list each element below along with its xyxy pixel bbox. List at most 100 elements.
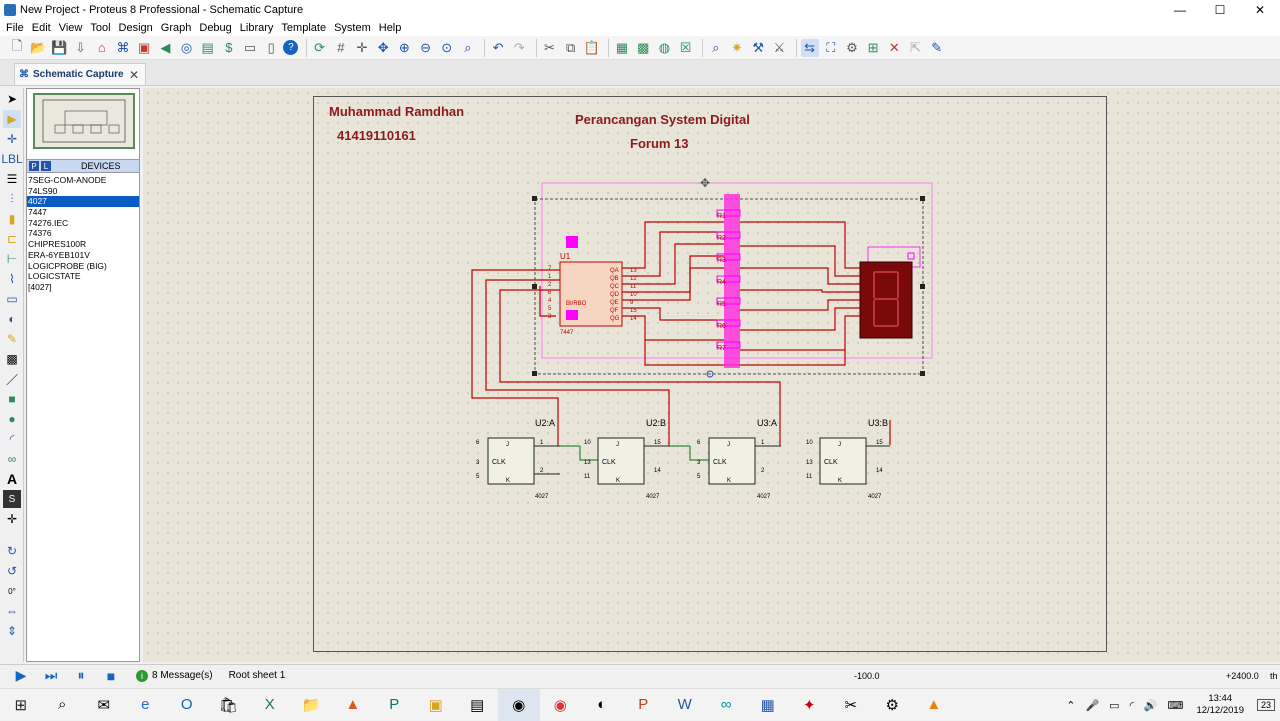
gallery-icon[interactable]: ◎ xyxy=(180,39,193,55)
publisher-icon[interactable]: P xyxy=(389,696,400,713)
new-file-icon[interactable]: 🗋 xyxy=(11,37,23,53)
save-icon[interactable]: 💾 xyxy=(51,39,68,55)
tab-close-icon[interactable]: ✕ xyxy=(128,67,139,82)
cpuz-icon[interactable]: ▦ xyxy=(760,696,775,714)
new-sheet-icon[interactable]: ⊞ xyxy=(867,39,879,55)
close-button[interactable]: ✕ xyxy=(1254,3,1266,17)
windows-start-icon[interactable]: ⊞ xyxy=(14,696,28,714)
file-explorer-icon[interactable]: 📁 xyxy=(301,696,321,714)
zoom-in-icon[interactable]: ⊕ xyxy=(398,39,410,55)
notepad-icon[interactable]: ▤ xyxy=(470,696,485,714)
text-script-mode-icon[interactable]: ☰ xyxy=(6,172,18,186)
store-icon[interactable]: 🛍 xyxy=(218,696,238,714)
media-icon[interactable]: ◐ xyxy=(597,696,607,713)
cut-icon[interactable]: ✂ xyxy=(544,39,555,55)
list-item[interactable]: 7447 xyxy=(28,207,47,218)
pause-icon[interactable]: ⏸ xyxy=(77,667,85,683)
powerpoint-icon[interactable]: P xyxy=(638,696,649,713)
tape-recorder-icon[interactable]: ▭ xyxy=(6,292,18,306)
vlc-icon[interactable]: ▲ xyxy=(926,696,942,713)
outlook-icon[interactable]: O xyxy=(180,696,193,713)
keyboard-icon[interactable]: ⌨ xyxy=(1167,699,1184,712)
path-mode-icon[interactable]: ∞ xyxy=(7,452,17,466)
schematic-subtitle[interactable]: Forum 13 xyxy=(630,136,689,151)
make-device-icon[interactable]: ✷ xyxy=(731,39,743,55)
buses-mode-icon[interactable]: ⫶ xyxy=(10,191,14,206)
terminals-mode-icon[interactable]: ⊏ xyxy=(6,232,18,246)
property-tool-icon[interactable]: ⚙ xyxy=(846,39,858,55)
wire-autorouter-icon[interactable]: ⇆ xyxy=(800,38,819,57)
search-tag-icon[interactable]: ⛶ xyxy=(826,39,836,55)
exit-parent-icon[interactable]: ⇱ xyxy=(910,39,921,55)
cost-icon[interactable]: $ xyxy=(225,40,233,55)
acrobat-icon[interactable]: ✦ xyxy=(802,696,816,714)
import-icon[interactable]: ⇩ xyxy=(75,39,87,55)
play-icon[interactable]: ▶ xyxy=(15,667,27,683)
block-delete-icon[interactable]: ☒ xyxy=(679,39,692,55)
wifi-icon[interactable]: ◜ xyxy=(1129,699,1134,712)
step-icon[interactable]: ⏭ xyxy=(44,667,58,683)
pan-icon[interactable]: ✥ xyxy=(377,39,389,55)
instrument-mode-icon[interactable]: ▩ xyxy=(6,352,18,366)
text-mode-icon[interactable]: A xyxy=(6,471,18,487)
graph-mode-icon[interactable]: ⌇ xyxy=(9,272,15,286)
origin-icon[interactable]: ✛ xyxy=(356,39,368,55)
electrical-rule-icon[interactable]: ✎ xyxy=(931,39,943,55)
zoom-area-icon[interactable]: ⌕ xyxy=(464,39,472,55)
menu-library[interactable]: Library xyxy=(239,22,274,34)
stop-icon[interactable]: ■ xyxy=(106,667,116,684)
generator-mode-icon[interactable]: ◐ xyxy=(8,312,16,326)
menu-file[interactable]: File xyxy=(6,22,24,34)
home-icon[interactable]: ⌂ xyxy=(97,40,106,55)
mail-icon[interactable]: ✉ xyxy=(97,696,111,714)
arduino-icon[interactable]: ∞ xyxy=(720,696,732,713)
pcb-icon[interactable]: ▣ xyxy=(137,39,151,55)
sticky-notes-icon[interactable]: ▣ xyxy=(428,696,443,714)
list-item[interactable]: LOGICSTATE xyxy=(28,271,81,282)
menu-view[interactable]: View xyxy=(58,22,83,34)
list-item[interactable]: LOGICPROBE (BIG) xyxy=(28,260,107,271)
block-copy-icon[interactable]: ▦ xyxy=(615,39,629,55)
menu-design[interactable]: Design xyxy=(118,22,153,34)
marker-mode-icon[interactable]: ✛ xyxy=(6,512,18,526)
list-item-selected[interactable]: 4027 xyxy=(27,196,139,208)
paste-icon[interactable]: 📋 xyxy=(583,39,600,55)
schematic-icon[interactable]: ⌘ xyxy=(116,39,130,55)
battery-icon[interactable]: ▭ xyxy=(1109,699,1120,712)
list-item[interactable]: 74LS90 xyxy=(28,185,58,196)
pick-devices-button[interactable]: P xyxy=(29,161,39,171)
back-icon[interactable]: ◀ xyxy=(160,39,171,55)
list-item[interactable]: [4027] xyxy=(28,281,52,292)
messages-indicator[interactable]: i 8 Message(s) xyxy=(136,669,213,682)
selection-mode-icon[interactable]: ➤ xyxy=(6,92,18,106)
search-icon[interactable]: ⌕ xyxy=(58,696,67,713)
snipping-icon[interactable]: ✂ xyxy=(844,696,858,714)
matlab-icon[interactable]: ▲ xyxy=(345,696,361,713)
pin-mode-icon[interactable]: ⊢ xyxy=(6,252,18,266)
package-tool-icon[interactable]: ⚒ xyxy=(752,39,765,55)
mirror-y-icon[interactable]: ⇕ xyxy=(6,624,18,638)
rotate-ccw-icon[interactable]: ↺ xyxy=(6,564,18,578)
zoom-all-icon[interactable]: ⊙ xyxy=(441,39,453,55)
edge-icon[interactable]: e xyxy=(141,696,150,713)
remove-sheet-icon[interactable]: ✕ xyxy=(888,39,900,55)
menu-edit[interactable]: Edit xyxy=(31,22,51,34)
tab-schematic-capture[interactable]: ⌘ Schematic Capture ✕ xyxy=(14,63,146,85)
list-item[interactable]: CHIPRES100R xyxy=(28,239,87,250)
volume-icon[interactable]: 🔊 xyxy=(1143,699,1158,712)
overview-window[interactable] xyxy=(33,93,135,149)
menu-system[interactable]: System xyxy=(334,22,371,34)
symbol-mode-icon[interactable]: S xyxy=(3,490,21,508)
design-explorer-icon[interactable]: ▭ xyxy=(243,39,257,55)
decompose-icon[interactable]: ⚔ xyxy=(773,39,786,55)
list-item[interactable]: 74276.IEC xyxy=(28,217,69,228)
minimize-button[interactable]: — xyxy=(1174,3,1186,17)
redo-icon[interactable]: ↷ xyxy=(513,39,525,55)
menu-help[interactable]: Help xyxy=(378,22,402,34)
block-move-icon[interactable]: ▩ xyxy=(637,39,650,55)
block-rotate-icon[interactable]: ◍ xyxy=(658,39,671,55)
subcircuit-mode-icon[interactable]: ▮ xyxy=(8,212,16,226)
list-item[interactable]: 7SEG-COM-ANODE xyxy=(28,175,107,185)
mirror-x-icon[interactable]: ⇔ xyxy=(6,604,18,618)
excel-icon[interactable]: X xyxy=(264,696,275,713)
